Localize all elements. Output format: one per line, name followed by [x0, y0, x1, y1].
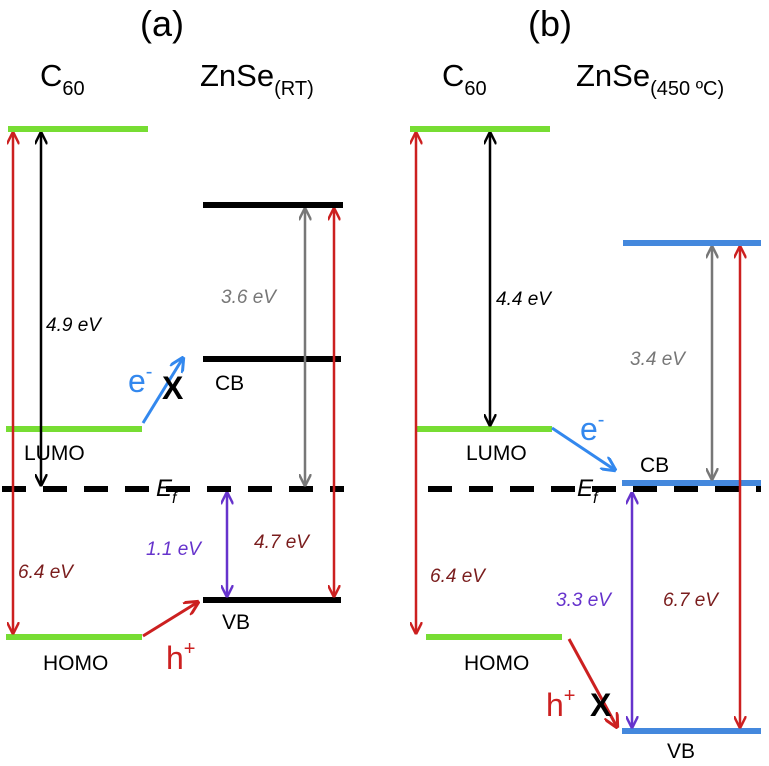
- panel-b-znse-ip-label: 6.7 eV: [663, 590, 720, 611]
- panel-b-title: (b): [528, 3, 572, 44]
- panel-b-c60-gap-label: 4.4 eV: [496, 289, 553, 310]
- panel-a-lumo-label: LUMO: [24, 442, 85, 465]
- panel-a-znse-header: ZnSe(RT): [200, 58, 314, 100]
- panel-a-c60-gap-label: 4.9 eV: [46, 315, 103, 336]
- panel-b-blocked-mark: X: [590, 687, 612, 723]
- panel-a-c60-header: C60: [40, 58, 85, 100]
- panel-b-hole-label: h+: [546, 685, 575, 723]
- panel-b-vb-label: VB: [667, 740, 695, 763]
- panel-b-electron-arrow: [551, 426, 615, 470]
- panel-a-znse-ip-label: 4.7 eV: [254, 532, 311, 553]
- panel-a-c60-ip-label: 6.4 eV: [18, 562, 75, 583]
- panel-a-fermi-label: Ef: [156, 475, 178, 507]
- panel-a-hole-label: h+: [166, 638, 195, 676]
- panel-a-ef-vb-label: 1.1 eV: [146, 539, 203, 560]
- panel-a-blocked-mark: X: [162, 370, 184, 406]
- panel-a-znse-gap-label: 3.6 eV: [221, 287, 278, 308]
- panel-b-fermi-label: Ef: [577, 475, 599, 507]
- panel-a-homo-label: HOMO: [43, 652, 108, 675]
- panel-a-title: (a): [140, 3, 184, 44]
- panel-b-homo-label: HOMO: [464, 652, 529, 675]
- panel-b-znse-header: ZnSe(450 ºC): [576, 58, 724, 100]
- panel-a-hole-arrow: [142, 602, 198, 638]
- panel-b-electron-label: e-: [580, 409, 604, 447]
- panel-b-hole-arrow: [567, 638, 617, 727]
- panel-b-cb-label: CB: [640, 454, 669, 477]
- panel-b-lumo-label: LUMO: [466, 442, 527, 465]
- panel-a-vb-label: VB: [222, 611, 250, 634]
- panel-a: (a) C60 ZnSe(RT) 4.9 eV 6.4 eV 3.6 eV 4.…: [2, 3, 344, 676]
- panel-a-electron-label: e-: [128, 361, 152, 399]
- panel-b-znse-gap-label: 3.4 eV: [630, 349, 687, 370]
- panel-b-c60-ip-label: 6.4 eV: [430, 566, 487, 587]
- panel-b: (b) C60 ZnSe(450 ºC) 4.4 eV 6.4 eV 3.4 e…: [410, 3, 761, 763]
- panel-b-c60-header: C60: [442, 58, 487, 100]
- panel-b-ef-vb-label: 3.3 eV: [556, 590, 613, 611]
- panel-a-cb-label: CB: [215, 372, 244, 395]
- panel-a-electron-arrow: [141, 358, 183, 424]
